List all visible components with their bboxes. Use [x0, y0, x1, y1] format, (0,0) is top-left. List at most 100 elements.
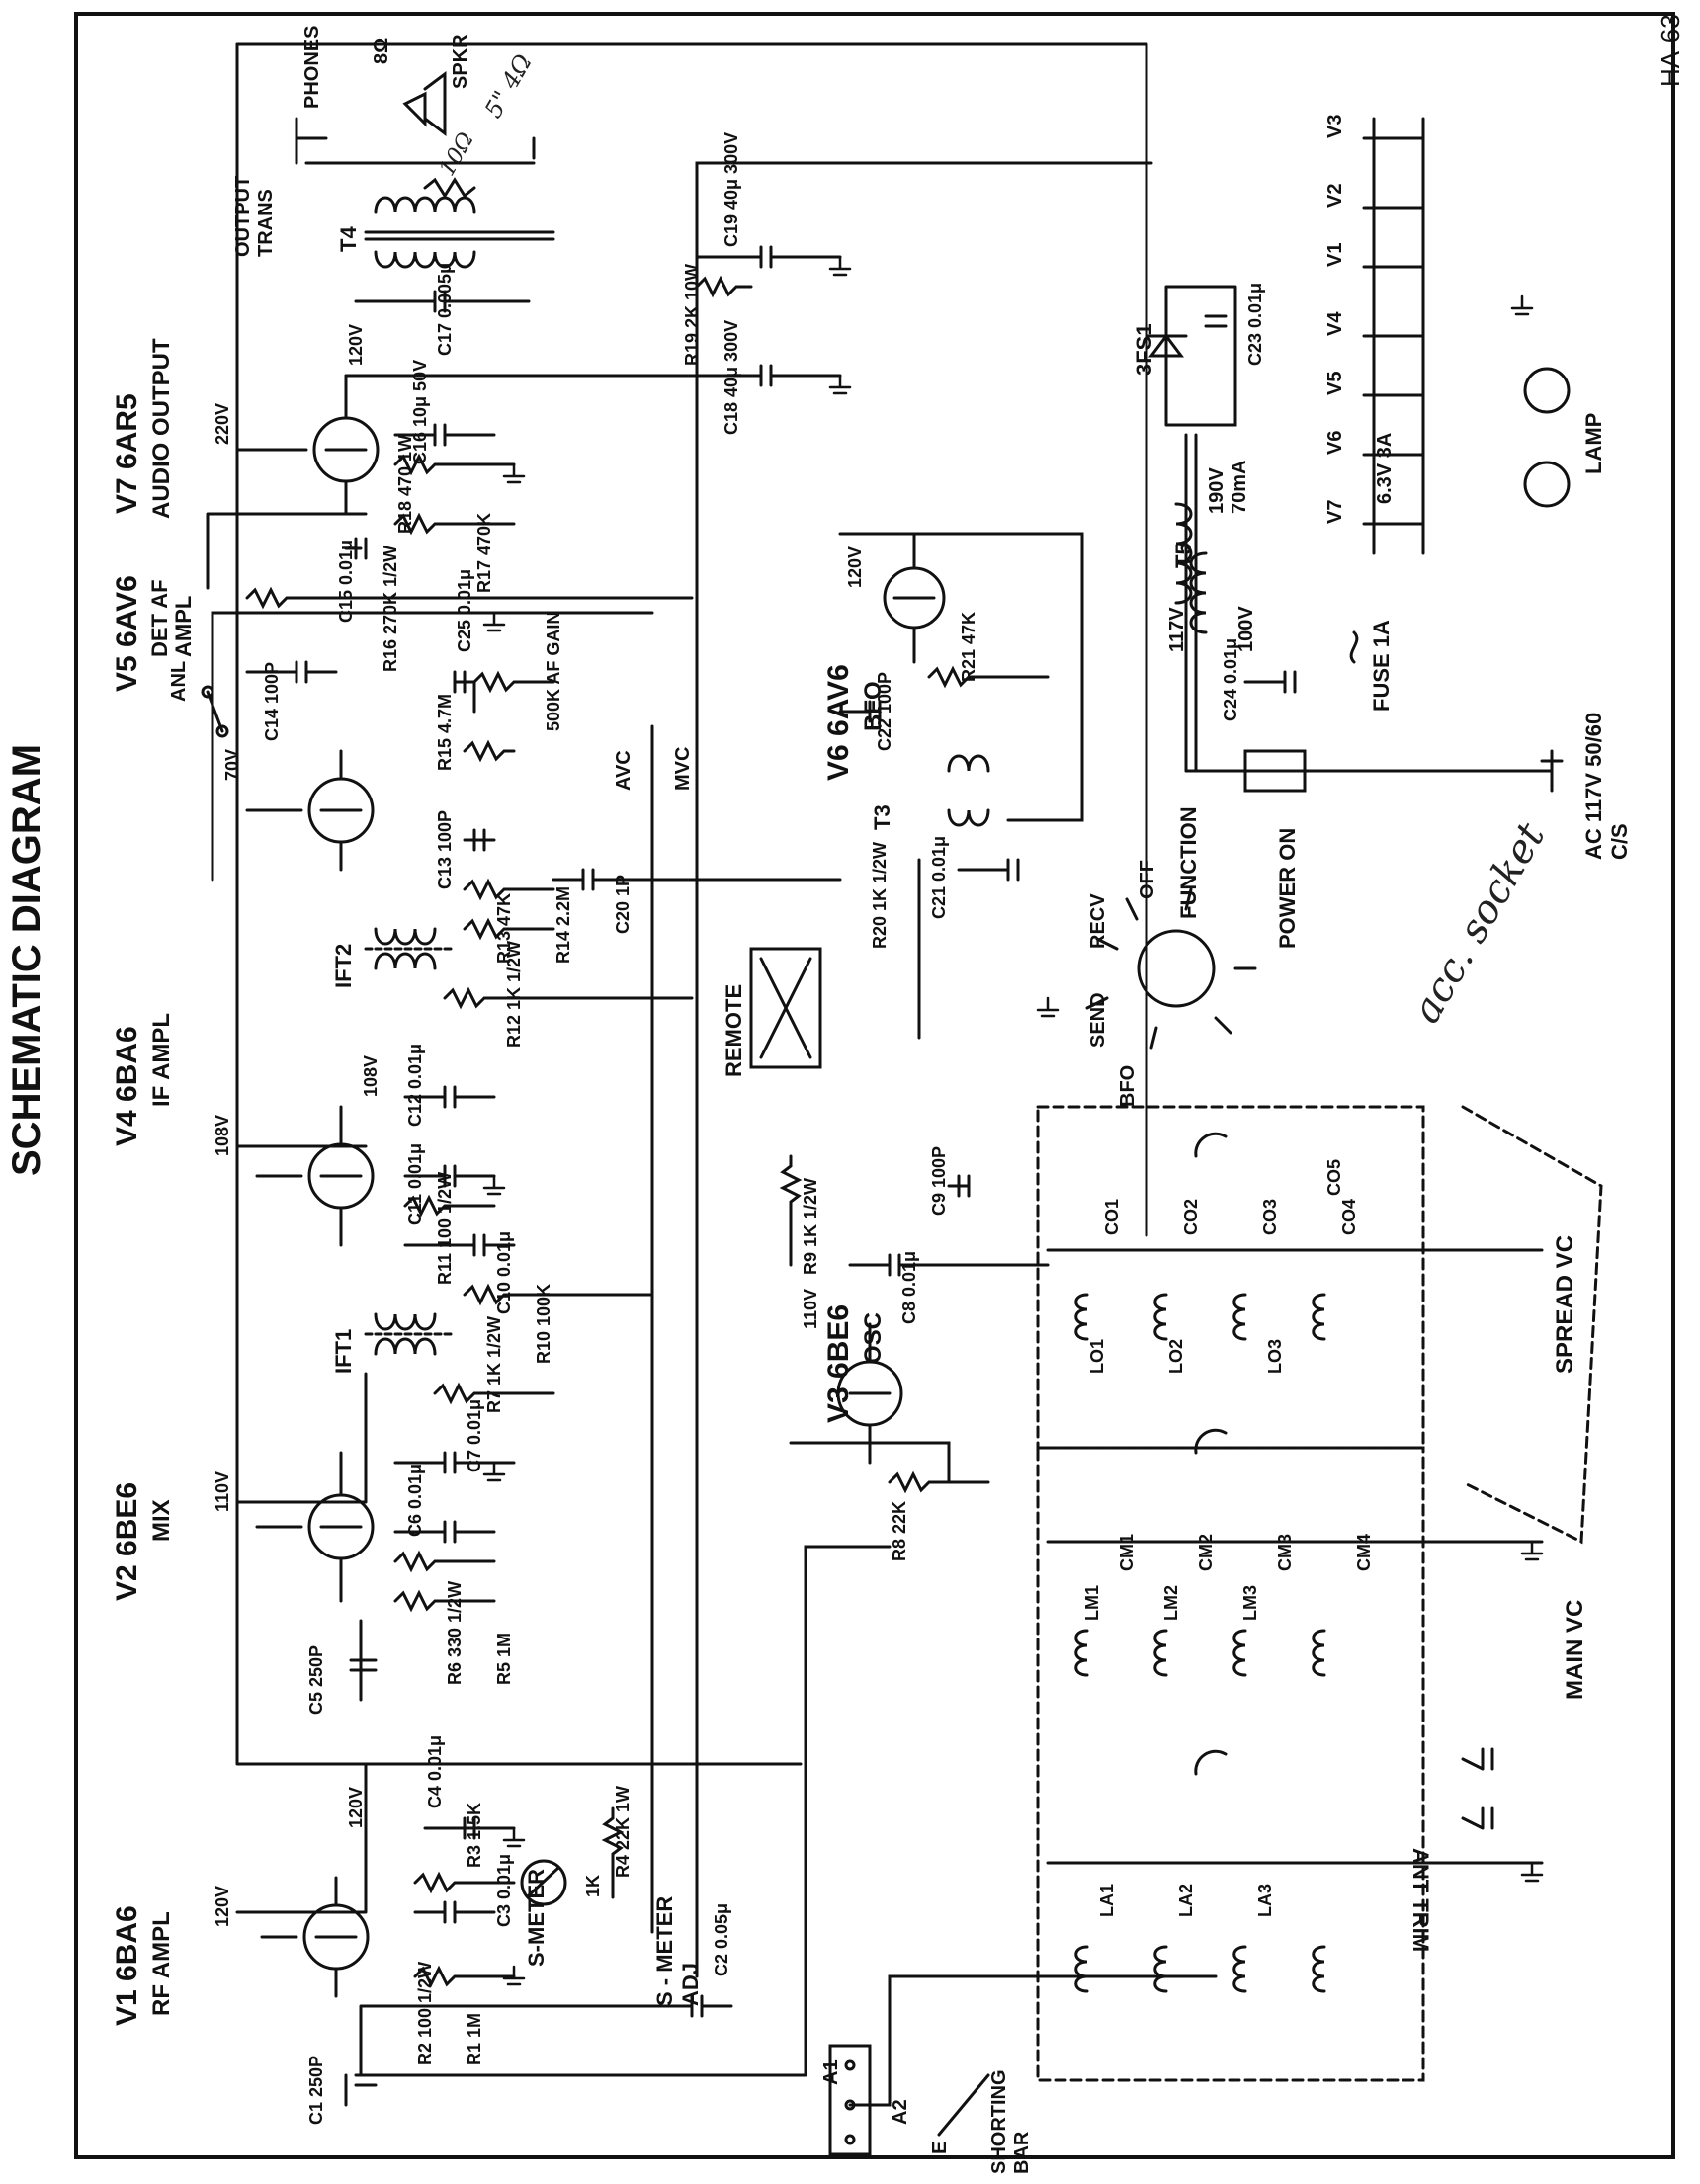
coil-lm2: LM2 — [1161, 1585, 1181, 1621]
coil-co2: CO2 — [1181, 1198, 1201, 1235]
label-switch-off: OFF — [1137, 860, 1158, 899]
lamp-1 — [1523, 367, 1571, 414]
r15-resistor — [463, 739, 516, 763]
comp-c6: C6 0.01μ — [405, 1463, 425, 1537]
anl-switch-b — [215, 724, 229, 738]
label-main-vc: MAIN VC — [1562, 1599, 1588, 1700]
comp-c17: C17 0.005μ — [435, 262, 455, 356]
c24 — [1243, 670, 1297, 694]
c5 — [349, 1619, 378, 1702]
r21-resistor — [927, 665, 1050, 689]
lamp-2 — [1523, 461, 1571, 508]
label-t5-sec: 190V 70mA — [1206, 460, 1250, 514]
r18-resistor — [393, 453, 516, 476]
comp-c2: C2 0.05μ — [712, 1902, 731, 1976]
comp-c15: C15 0.01μ — [336, 539, 356, 623]
voltage-v1-plate: 120V — [346, 1786, 366, 1828]
comp-c21: C21 0.01μ — [929, 835, 949, 919]
c3 — [413, 1900, 496, 1924]
r12-resistor — [443, 986, 694, 1010]
comp-c25: C25 0.01μ — [455, 568, 474, 652]
function-switch-body — [1137, 929, 1216, 1008]
v3-osc-stage — [779, 1154, 1050, 1494]
coil-la3: LA3 — [1255, 1883, 1275, 1917]
comp-c11: C11 0.01μ — [405, 1142, 425, 1225]
coil-lm3: LM3 — [1240, 1585, 1260, 1621]
coil-cm3: CM3 — [1275, 1533, 1295, 1571]
r9-resistor — [779, 1154, 803, 1267]
label-anl: ANL — [168, 660, 190, 702]
label-t5: T5 — [1171, 543, 1196, 568]
output-transformer-t4 — [295, 71, 555, 313]
comp-c12: C12 0.01μ — [405, 1043, 425, 1127]
v5-stage — [201, 586, 694, 882]
coil-co5: CO5 — [1324, 1158, 1344, 1196]
ift2 — [364, 868, 842, 1010]
comp-r2: R2 100 1/2W — [415, 1961, 435, 2065]
spread-vc-gang — [1461, 1105, 1603, 1545]
function-switch — [749, 887, 1257, 1069]
comp-c19: C19 40μ 300V — [722, 131, 741, 247]
label-3fs1: 3FS1 — [1132, 323, 1156, 376]
coil-la2: LA2 — [1176, 1883, 1196, 1917]
voltage-v7-screen: 120V — [346, 323, 366, 366]
comp-c24: C24 0.01μ — [1221, 637, 1240, 721]
c23 — [1204, 314, 1228, 328]
band-switch-arcs — [1194, 1132, 1228, 1776]
tuning-block-main — [1036, 1446, 1425, 2082]
c9 — [947, 1174, 971, 1198]
r13-resistor — [463, 917, 555, 941]
c1 — [344, 2073, 378, 2107]
comp-r1: R1 1M — [465, 2012, 484, 2065]
voltage-v6: 120V — [845, 546, 865, 588]
comp-c5: C5 250P — [306, 1644, 326, 1715]
t5-secondary — [1174, 502, 1193, 605]
label-spkr: SPKR — [450, 34, 471, 89]
heater-tap-v6: V6 — [1324, 430, 1346, 455]
comp-r17: R17 470K — [474, 512, 494, 593]
label-e: E — [929, 2141, 951, 2154]
fuse — [1349, 630, 1359, 664]
heater-tap-v3: V3 — [1324, 114, 1346, 138]
c17 — [354, 290, 531, 313]
c18 — [695, 364, 842, 387]
af-gain-pot — [472, 670, 555, 714]
label-t3: T3 — [870, 804, 894, 830]
signal-bus — [695, 161, 1153, 1978]
tuning-block-spread — [1036, 1105, 1425, 1450]
comp-r14: R14 2.2M — [553, 885, 573, 964]
anl-switch-a — [201, 685, 214, 699]
comp-c13: C13 100P — [435, 809, 455, 889]
coil-cm1: CM1 — [1117, 1533, 1137, 1571]
label-power-on: POWER ON — [1275, 827, 1300, 949]
t3-coil — [947, 754, 990, 827]
coil-co4: CO4 — [1339, 1198, 1359, 1235]
comp-r15: R15 4.7M — [435, 693, 455, 771]
label-t4: T4 — [336, 226, 361, 252]
comp-r20: R20 1K 1/2W — [870, 841, 890, 949]
coil-lo1: LO1 — [1087, 1338, 1107, 1374]
power-supply — [695, 117, 1564, 793]
c15 — [344, 537, 368, 560]
label-function: FUNCTION — [1176, 806, 1201, 919]
comp-c16: C16 10μ 50V — [410, 359, 430, 464]
c16 — [393, 423, 496, 447]
label-shorting-bar: SHORTING BAR — [988, 2069, 1033, 2174]
r16-resistor — [245, 586, 694, 610]
comp-r11: R11 100 1/2W — [435, 1171, 455, 1285]
heater-tap-v1: V1 — [1324, 242, 1346, 267]
sheet-border — [74, 12, 1675, 2159]
r7-resistor — [433, 1382, 555, 1405]
v4-stage — [235, 1085, 516, 1257]
ground-return — [359, 1545, 892, 2077]
speaker — [402, 71, 447, 136]
label-ift2: IFT2 — [331, 943, 356, 988]
r14-resistor — [463, 878, 555, 901]
c11 — [403, 1164, 496, 1188]
comp-r3: R3 1.5K — [465, 1802, 484, 1868]
ac-cord — [1184, 749, 1564, 793]
label-remote: REMOTE — [722, 983, 746, 1077]
label-avc: AVC — [613, 750, 635, 791]
